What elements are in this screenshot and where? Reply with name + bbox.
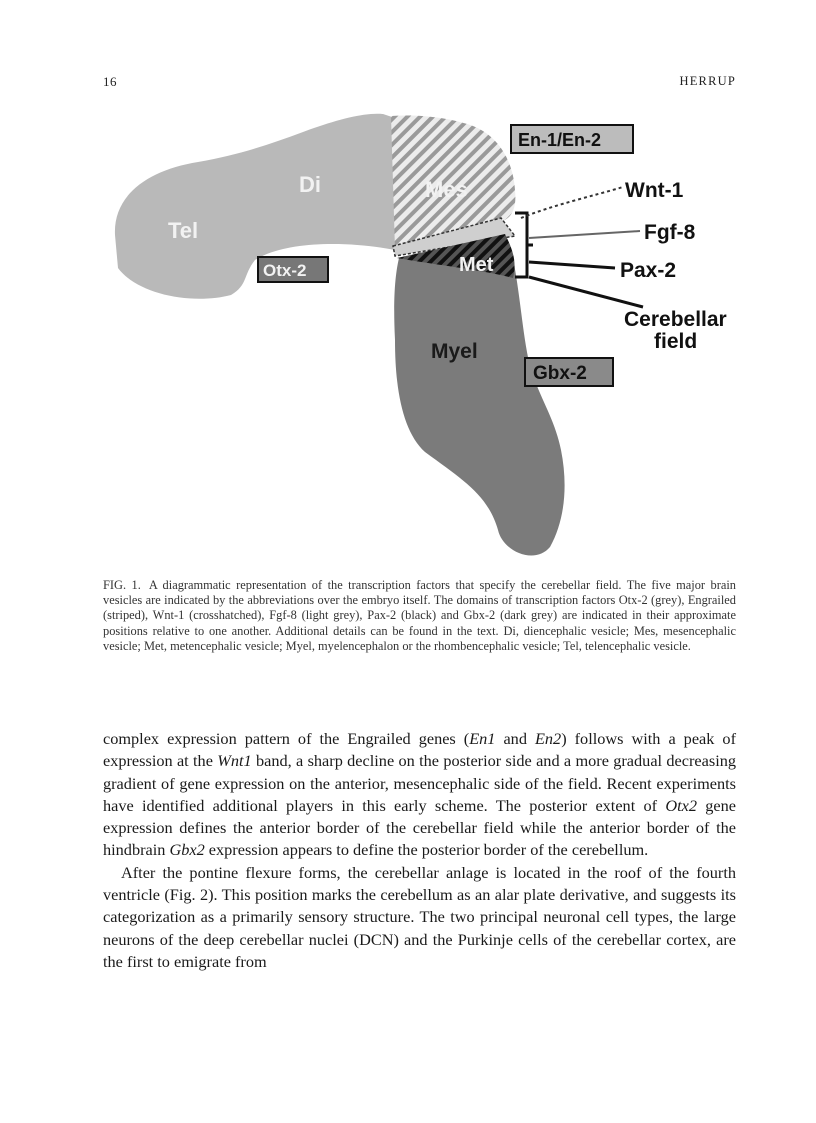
vesicle-label-tel: Tel — [168, 218, 198, 243]
gene-label-wnt1: Wnt-1 — [625, 179, 684, 202]
vesicle-label-mes: Mes — [425, 177, 468, 202]
vesicle-label-met: Met — [459, 254, 494, 276]
wnt1-leader — [521, 187, 623, 218]
otx-box-label: Otx-2 — [263, 261, 306, 280]
p1-text-2: and — [495, 729, 535, 748]
caption-text: A diagrammatic representation of the tra… — [103, 578, 736, 653]
p1-text-6: expression appears to define the posteri… — [205, 840, 649, 859]
gene-wnt1: Wnt1 — [217, 751, 251, 770]
figure-1: Tel Di Mes Met Myel En-1/En-2 Otx-2 Gbx-… — [103, 100, 763, 570]
gene-label-pax2: Pax-2 — [620, 259, 676, 282]
running-head: HERRUP — [620, 74, 736, 89]
p1-text-1: complex expression pattern of the Engrai… — [103, 729, 469, 748]
fgf8-leader — [529, 231, 640, 238]
figure-caption: FIG. 1.A diagrammatic representation of … — [103, 578, 736, 654]
page-number: 16 — [103, 74, 117, 90]
cerebellar-bracket — [515, 213, 533, 277]
gene-en1: En1 — [469, 729, 495, 748]
pax2-leader — [529, 262, 615, 268]
paragraph-1: complex expression pattern of the Engrai… — [103, 728, 736, 862]
vesicle-label-di: Di — [299, 172, 321, 197]
embryo-diagram: Tel Di Mes Met Myel En-1/En-2 Otx-2 Gbx-… — [103, 100, 763, 570]
body-text: complex expression pattern of the Engrai… — [103, 728, 736, 973]
caption-label: FIG. 1. — [103, 578, 141, 592]
gbx-box-label: Gbx-2 — [533, 363, 587, 384]
gene-label-cerebellar: Cerebellar — [624, 308, 727, 331]
hindbrain-region — [394, 252, 564, 556]
gene-label-fgf8: Fgf-8 — [644, 221, 696, 244]
gene-otx2: Otx2 — [665, 796, 697, 815]
gene-label-field: field — [654, 330, 697, 353]
gene-en2: En2 — [535, 729, 561, 748]
gene-gbx2: Gbx2 — [169, 840, 204, 859]
en-box-label: En-1/En-2 — [518, 130, 601, 150]
vesicle-label-myel: Myel — [431, 340, 478, 363]
paragraph-2: After the pontine flexure forms, the cer… — [103, 862, 736, 973]
